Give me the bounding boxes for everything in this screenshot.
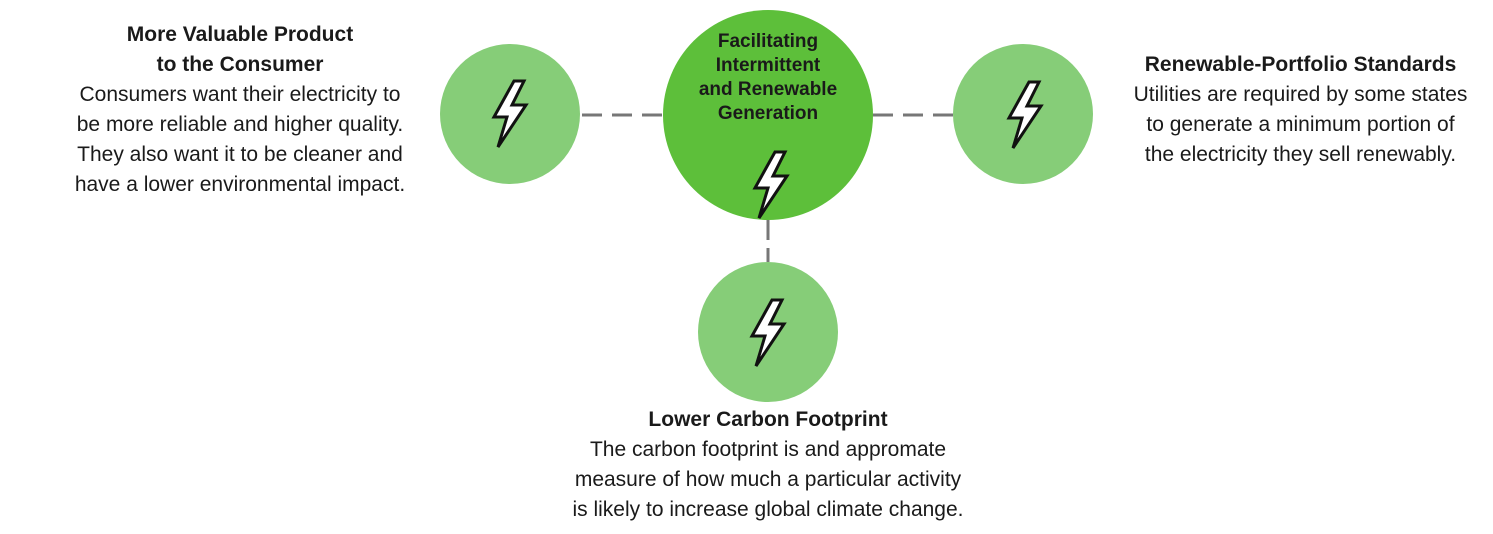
node-consumer-value: [440, 44, 580, 184]
renewable-standards-body: Utilities are required by some states to…: [1133, 83, 1468, 166]
lightning-bolt-icon: [1006, 80, 1044, 149]
node-center-renewable-generation: Facilitating Intermittent and Renewable …: [663, 10, 873, 220]
consumer-value-text: More Valuable Product to the Consumer Co…: [30, 20, 450, 200]
center-title: Facilitating Intermittent and Renewable …: [698, 31, 838, 124]
carbon-footprint-text: Lower Carbon Footprint The carbon footpr…: [518, 405, 1018, 525]
carbon-footprint-heading: Lower Carbon Footprint: [648, 408, 888, 431]
lightning-bolt-icon: [491, 79, 529, 148]
consumer-value-body: Consumers want their electricity to be m…: [74, 83, 406, 196]
carbon-footprint-body: The carbon footprint is and appromate me…: [572, 438, 964, 521]
lightning-bolt-icon: [752, 150, 790, 219]
node-renewable-standards: [953, 44, 1093, 184]
renewable-standards-heading: Renewable-Portfolio Standards: [1144, 53, 1457, 76]
renewable-standards-text: Renewable-Portfolio Standards Utilities …: [1098, 50, 1493, 170]
node-carbon-footprint: [698, 262, 838, 402]
lightning-bolt-icon: [749, 298, 787, 367]
consumer-value-heading: More Valuable Product to the Consumer: [126, 23, 354, 76]
